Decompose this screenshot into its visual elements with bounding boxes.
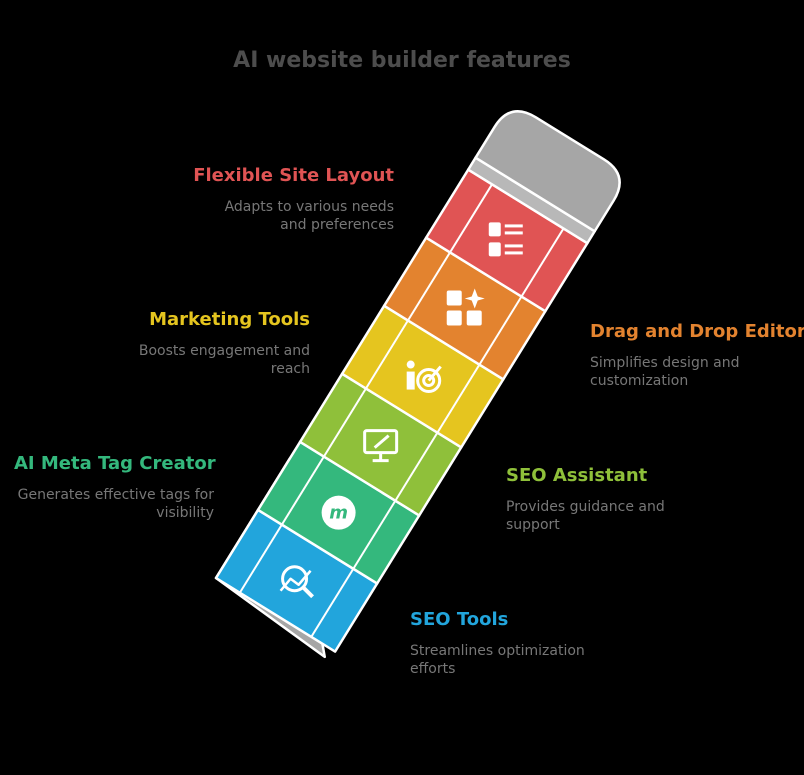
feature-desc-line: Boosts engagement and [138,343,310,359]
feature-desc-line: and preferences [280,217,394,233]
feature-description: Generates effective tags for visibility [14,486,214,522]
feature-desc-line: reach [270,361,310,377]
feature-title: Marketing Tools [149,309,310,330]
feature-desc-line: support [506,517,560,533]
label-drag-and-drop-editor: Drag and Drop Editor Simplifies design a… [590,321,804,390]
monitor-pen-icon [363,429,399,463]
feature-desc-line: Adapts to various needs [224,199,394,215]
feature-description: Streamlines optimization efforts [410,642,610,678]
layout-grid-icon [488,222,523,257]
feature-desc-line: Provides guidance and [506,499,665,515]
pencil-eraser [474,110,621,233]
feature-title: SEO Tools [410,609,509,630]
feature-title: SEO Assistant [506,465,648,486]
label-flexible-site-layout: Flexible Site Layout Adapts to various n… [150,165,394,234]
diagram-title: AI website builder features [233,48,571,73]
person-target-icon [406,360,442,394]
label-seo-assistant: SEO Assistant Provides guidance and supp… [506,465,706,534]
feature-desc-line: Streamlines optimization [410,643,585,659]
label-ai-meta-tag-creator: AI Meta Tag Creator Generates effective … [14,453,216,522]
feature-description: Boosts engagement and reach [110,342,310,378]
feature-description: Simplifies design and customization [590,354,800,390]
feature-desc-line: Simplifies design and [590,355,740,371]
feature-description: Provides guidance and support [506,498,706,534]
feature-description: Adapts to various needs and preferences [150,198,394,234]
feature-desc-line: Generates effective tags for [17,487,214,503]
feature-title: Drag and Drop Editor [590,321,804,342]
m-badge-icon: m [321,495,356,530]
feature-desc-line: customization [590,373,689,389]
feature-desc-line: visibility [156,505,214,521]
feature-title: Flexible Site Layout [193,165,394,186]
svg-text:m: m [329,503,348,524]
feature-title: AI Meta Tag Creator [14,453,216,474]
chart-magnifier-icon [279,565,314,599]
widgets-sparkle-icon [446,288,485,326]
label-marketing-tools: Marketing Tools Boosts engagement and re… [110,309,310,378]
feature-desc-line: efforts [410,661,456,677]
label-seo-tools: SEO Tools Streamlines optimization effor… [410,609,610,678]
